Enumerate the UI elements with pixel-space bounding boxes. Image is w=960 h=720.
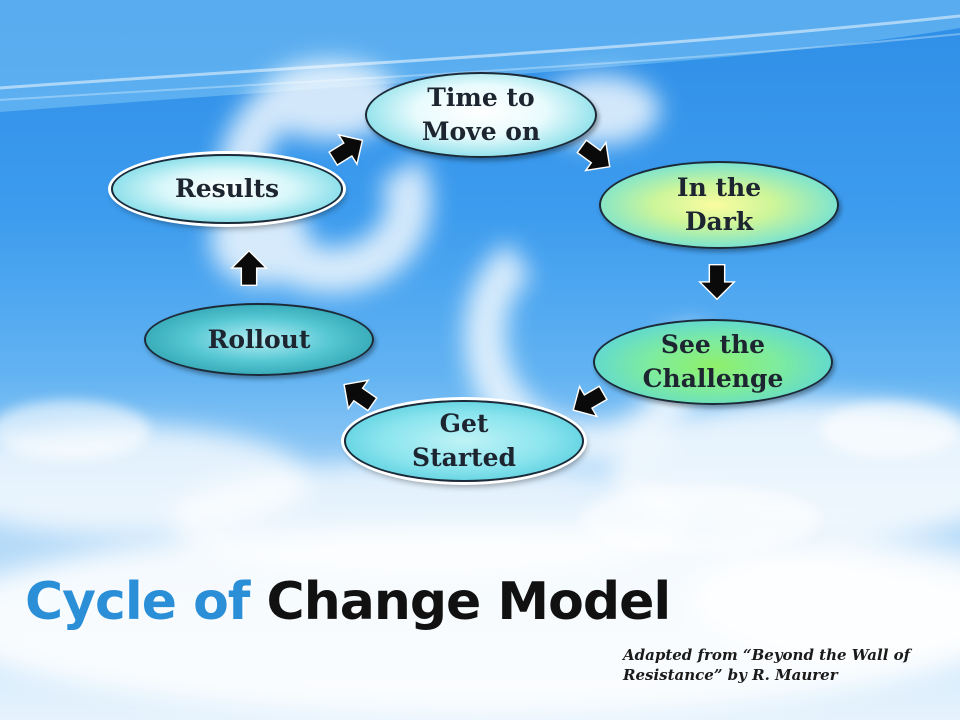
node-label: In the Dark: [676, 173, 762, 236]
node-label: Rollout: [207, 324, 311, 354]
source-credit: Adapted from “Beyond the Wall of Resista…: [623, 645, 943, 685]
cycle-node-results: Results: [111, 154, 343, 224]
arrow-dark-to-see-icon: [698, 263, 736, 301]
title-part-cycle-of: Cycle of: [25, 572, 250, 632]
arrow-get-to-rollout-icon: [343, 379, 378, 412]
title-part-change-model: Change Model: [266, 572, 672, 632]
node-label: Time to Move on: [421, 83, 541, 146]
node-label: Get Started: [412, 409, 516, 472]
node-label: Results: [174, 174, 280, 203]
cycle-node-get-started: Get Started: [344, 400, 584, 482]
arrow-results-to-time-icon: [328, 133, 364, 167]
credit-line-2: Resistance” by R. Maurer: [623, 666, 838, 684]
cycle-node-rollout: Rollout: [144, 303, 374, 376]
cycle-node-see-the-challenge: See the Challenge: [593, 319, 833, 405]
node-label: See the Challenge: [642, 330, 784, 393]
cycle-node-in-the-dark: In the Dark: [599, 161, 839, 249]
arrow-time-to-dark-icon: [576, 139, 611, 172]
arrow-rollout-to-results-icon: [230, 249, 268, 287]
arrow-see-to-get-icon: [572, 384, 608, 418]
slide-title: Cycle of Change Model: [25, 572, 672, 632]
cycle-node-time-to-move-on: Time to Move on: [365, 72, 597, 158]
credit-line-1: Adapted from “Beyond the Wall of: [623, 646, 911, 664]
